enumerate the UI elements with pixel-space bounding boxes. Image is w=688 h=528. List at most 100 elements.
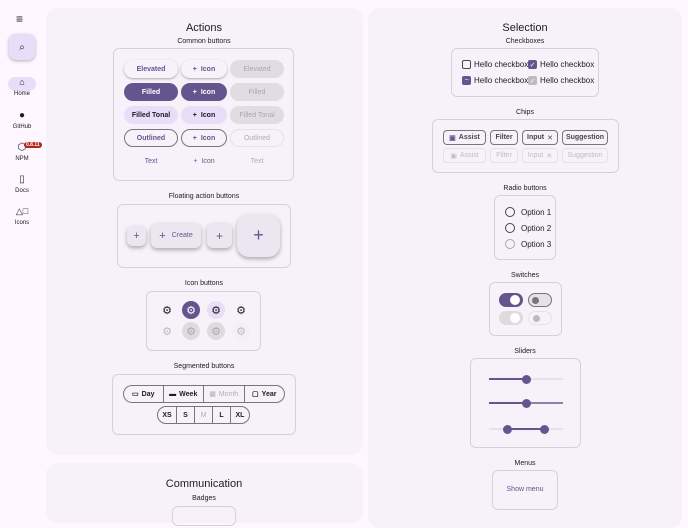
tonal-icon-button[interactable]: +Icon bbox=[181, 106, 227, 124]
menu-icon[interactable]: ≡ bbox=[16, 12, 24, 26]
calendar-icon: ▣ bbox=[450, 152, 457, 160]
input-chip-disabled: Input✕ bbox=[522, 148, 558, 163]
checkbox-indeterminate[interactable]: −Hello checkbox bbox=[462, 76, 528, 85]
actions-panel bbox=[46, 8, 363, 455]
icon-buttons-box bbox=[146, 291, 261, 351]
chips-title: Chips bbox=[516, 109, 534, 116]
gear-icon-button-outlined[interactable]: ⚙ bbox=[232, 301, 250, 319]
sliders-box bbox=[470, 358, 581, 448]
gear-icon: ⚙ bbox=[211, 304, 221, 317]
label: Assist bbox=[458, 134, 480, 141]
text-button[interactable]: Text bbox=[144, 157, 158, 165]
slider-thumb[interactable] bbox=[521, 374, 531, 384]
slider-thumb[interactable] bbox=[503, 424, 512, 434]
selection-panel bbox=[368, 8, 682, 528]
label: Hello checkbox bbox=[540, 60, 595, 69]
label: Option 1 bbox=[521, 207, 552, 217]
segmented-date: ▭Day ▬Week ▦Month ▢Year bbox=[123, 385, 285, 403]
gear-icon: ⚙ bbox=[186, 304, 196, 317]
label: Month bbox=[218, 390, 239, 398]
calendar-icon: ▣ bbox=[449, 134, 456, 142]
gear-icon-button-filled[interactable]: ⚙ bbox=[182, 301, 200, 319]
badges-title: Badges bbox=[192, 495, 216, 502]
radio-option-1[interactable]: Option 1 bbox=[505, 207, 551, 217]
segment-m: M bbox=[195, 407, 213, 423]
menus-title: Menus bbox=[514, 460, 536, 467]
elevated-icon-button[interactable]: +Icon bbox=[181, 60, 227, 78]
gear-icon-button-tonal-disabled: ⚙ bbox=[207, 322, 225, 340]
version-badge: 0.8.11 bbox=[24, 142, 42, 148]
segment-year[interactable]: ▢Year bbox=[245, 386, 284, 402]
segment-day[interactable]: ▭Day bbox=[124, 386, 164, 402]
tonal-button-disabled: Filled Tonal bbox=[230, 106, 284, 124]
tonal-button[interactable]: Filled Tonal bbox=[124, 106, 178, 124]
plus-icon: + bbox=[192, 134, 197, 142]
rail-item-icons[interactable]: △□Icons bbox=[0, 206, 44, 226]
search-fab[interactable]: ⌕ bbox=[9, 34, 35, 60]
slider-active-track bbox=[507, 428, 545, 430]
label: Day bbox=[141, 390, 155, 398]
checkboxes-title: Checkboxes bbox=[505, 38, 545, 45]
segment-xs[interactable]: XS bbox=[158, 407, 177, 423]
gear-icon: ⚙ bbox=[236, 304, 246, 317]
radio-icon bbox=[505, 239, 515, 249]
label: Input bbox=[527, 134, 545, 141]
small-fab[interactable]: + bbox=[127, 226, 146, 246]
elevated-button-disabled: Elevated bbox=[230, 60, 284, 78]
filled-button[interactable]: Filled bbox=[124, 83, 178, 101]
radio-option-3: Option 3 bbox=[505, 239, 551, 249]
label: Hello checkbox bbox=[540, 76, 595, 85]
checkbox-checked[interactable]: ✓Hello checkbox bbox=[528, 60, 594, 69]
radio-title: Radio buttons bbox=[503, 185, 547, 192]
communication-title: Communication bbox=[165, 478, 243, 490]
rail-label: GitHub bbox=[12, 124, 32, 130]
gear-icon: ⚙ bbox=[162, 325, 172, 338]
extended-fab[interactable]: +Create bbox=[151, 223, 201, 248]
radio-option-2[interactable]: Option 2 bbox=[505, 223, 551, 233]
suggestion-chip-disabled: Suggestion bbox=[562, 148, 608, 163]
plus-icon: + bbox=[253, 225, 264, 245]
label: Input bbox=[527, 152, 544, 159]
slider-thumb[interactable] bbox=[540, 424, 549, 434]
switch-on[interactable] bbox=[499, 293, 523, 307]
rail-item-github[interactable]: ●GitHub bbox=[0, 110, 44, 130]
elevated-button[interactable]: Elevated bbox=[124, 60, 178, 78]
outlined-icon-button[interactable]: +Icon bbox=[181, 129, 227, 147]
gear-icon-button-tonal[interactable]: ⚙ bbox=[207, 301, 225, 319]
home-icon: ⌂ bbox=[8, 77, 36, 91]
segment-s[interactable]: S bbox=[177, 407, 195, 423]
plus-icon: + bbox=[133, 230, 140, 242]
plus-icon: + bbox=[193, 157, 198, 165]
show-menu-button[interactable]: Show menu bbox=[506, 486, 544, 493]
minus-icon: − bbox=[462, 76, 471, 85]
input-chip[interactable]: Input✕ bbox=[522, 130, 558, 145]
slider-thumb[interactable] bbox=[521, 398, 531, 408]
rail-item-npm[interactable]: ⬡NPM 0.8.11 bbox=[0, 142, 44, 162]
segmented-box bbox=[112, 374, 296, 435]
plus-icon: + bbox=[192, 65, 197, 73]
slider-active-track bbox=[489, 402, 526, 404]
segment-xl[interactable]: XL bbox=[235, 411, 245, 419]
segment-l[interactable]: L bbox=[213, 407, 231, 423]
close-icon[interactable]: ✕ bbox=[547, 134, 553, 142]
checkbox-unchecked[interactable]: Hello checkbox bbox=[462, 60, 528, 69]
large-fab[interactable]: + bbox=[237, 214, 280, 257]
grid-icon: ▦ bbox=[209, 391, 216, 398]
segment-week[interactable]: ▬Week bbox=[164, 386, 205, 402]
fab[interactable]: + bbox=[207, 223, 232, 248]
assist-chip[interactable]: ▣Assist bbox=[443, 130, 486, 145]
checkbox-disabled: ✓Hello checkbox bbox=[528, 76, 594, 85]
gear-icon-button-standard[interactable]: ⚙ bbox=[158, 301, 176, 319]
switch-off[interactable] bbox=[528, 293, 552, 307]
week-icon: ▬ bbox=[169, 390, 177, 398]
gear-icon-button-disabled: ⚙ bbox=[158, 322, 176, 340]
filled-icon-button[interactable]: +Icon bbox=[181, 83, 227, 101]
suggestion-chip[interactable]: Suggestion bbox=[562, 130, 608, 145]
switch-on-disabled bbox=[499, 311, 523, 325]
text-icon-button[interactable]: +Icon bbox=[181, 152, 227, 170]
filter-chip[interactable]: Filter bbox=[490, 130, 518, 145]
radio-icon bbox=[505, 223, 515, 233]
rail-item-docs[interactable]: ▯Docs bbox=[0, 174, 44, 194]
outlined-button[interactable]: Outlined bbox=[124, 129, 178, 147]
rail-item-home[interactable]: ⌂Home bbox=[0, 77, 44, 97]
